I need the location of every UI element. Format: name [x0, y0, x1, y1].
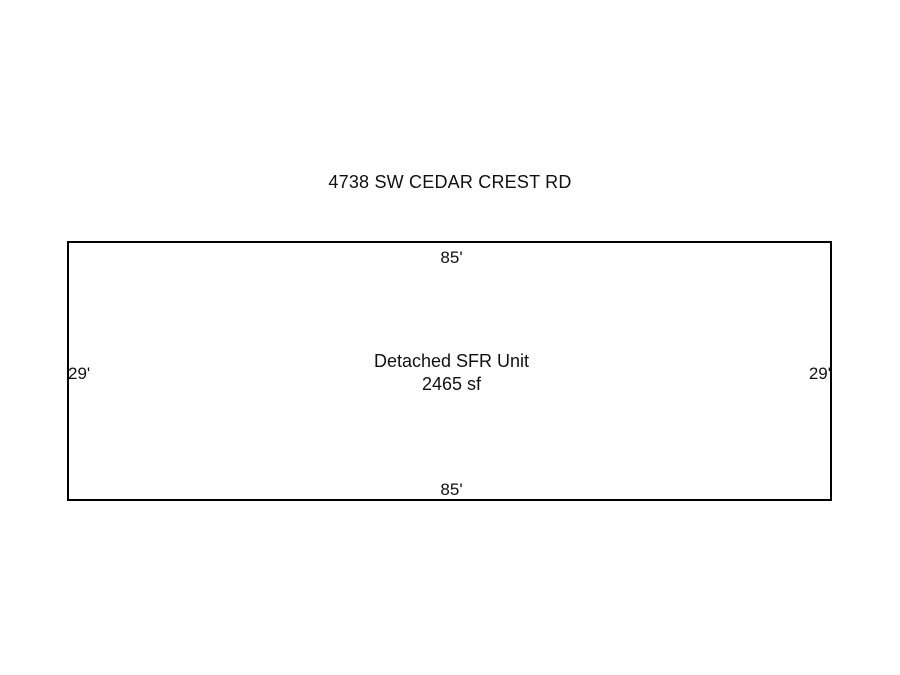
top-dimension-label: 85' — [440, 248, 463, 267]
left-dimension-label: 29' — [68, 364, 91, 383]
unit-type-label: Detached SFR Unit — [373, 351, 530, 371]
bottom-dimension-label: 85' — [440, 480, 463, 499]
right-dimension-label: 29' — [808, 364, 831, 383]
address-label: 4738 SW CEDAR CREST RD — [328, 172, 572, 192]
unit-area-label: 2465 sf — [421, 374, 482, 394]
building-footprint: 85' 29' 29' Detached SFR Unit 2465 sf 85… — [67, 241, 832, 501]
unit-label: Detached SFR Unit 2465 sf — [69, 350, 834, 396]
